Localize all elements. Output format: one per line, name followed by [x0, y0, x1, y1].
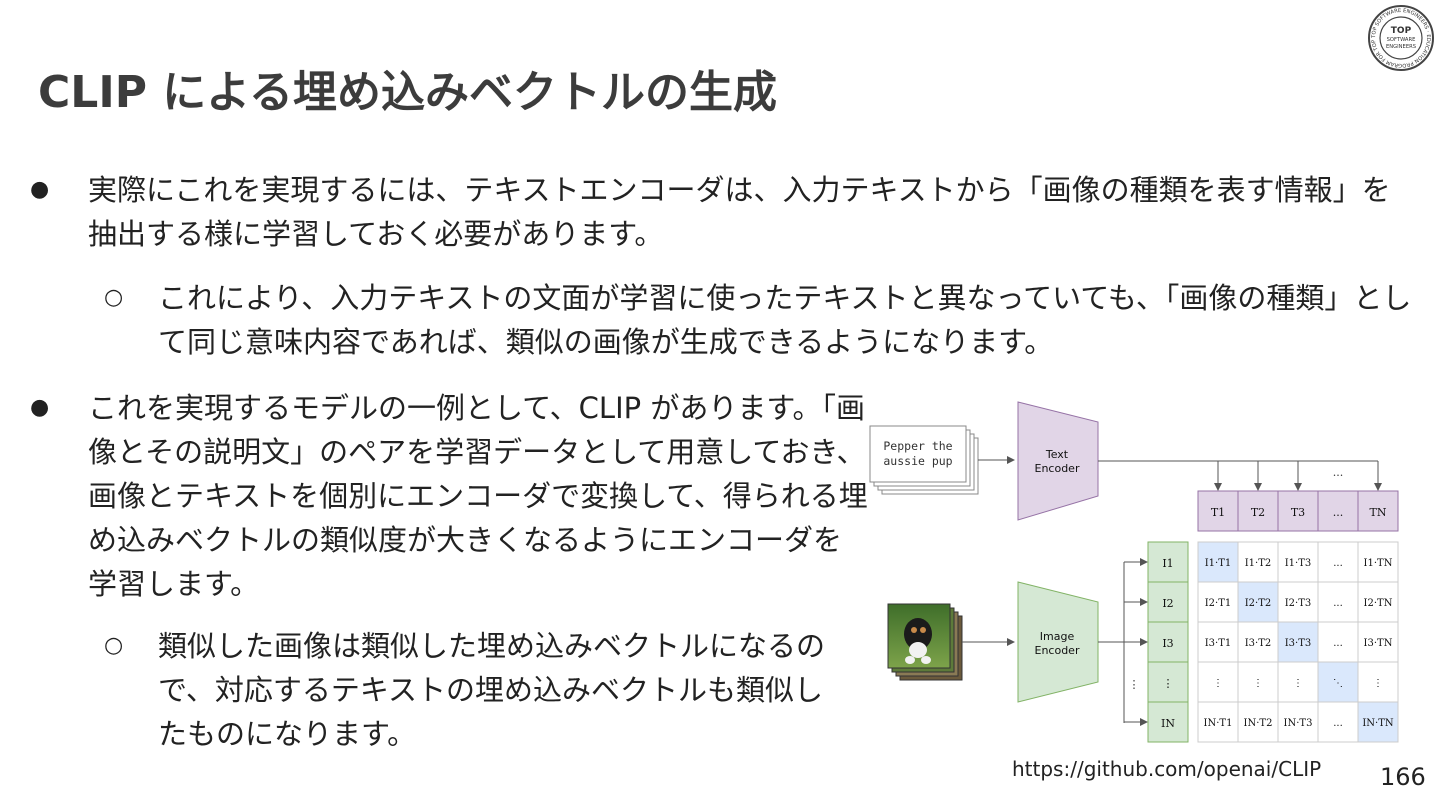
i-label: IN: [1161, 717, 1175, 730]
slide-title: CLIP による埋め込みベクトルの生成: [38, 67, 777, 118]
matrix-cell: [1357, 661, 1399, 703]
matrix-cell-label: I2·T1: [1205, 598, 1232, 609]
matrix-cell-label: ⋱: [1333, 678, 1343, 689]
t-cell: [1317, 490, 1359, 532]
sub-bullet-text: これにより、入力テキストの文面が学習に使ったテキストと異なっていても、「画像の種…: [158, 281, 1412, 359]
matrix-cell-label: I2·T3: [1285, 598, 1312, 609]
bullet-mark: ●: [30, 395, 50, 420]
matrix-cell: [1237, 701, 1279, 743]
t-label: T1: [1211, 506, 1225, 519]
text-encoder: Text Encoder: [1017, 401, 1099, 521]
logo-line-3: ENGINEERS: [1386, 44, 1416, 50]
matrix-cell: [1317, 621, 1359, 663]
t-label: T2: [1251, 506, 1265, 519]
branch-ellipsis: ⋮: [1129, 678, 1140, 691]
matrix-cell-label: ⋮: [1253, 678, 1263, 689]
matrix-cell-label: I2·TN: [1364, 598, 1393, 609]
matrix-cell-diagonal: [1357, 701, 1399, 743]
t-cell: [1277, 490, 1319, 532]
matrix-cell-label: ⋮: [1213, 678, 1223, 689]
matrix-cell-diagonal: [1197, 541, 1239, 583]
t-cell: [1357, 490, 1399, 532]
matrix-cell-label: ...: [1333, 638, 1343, 649]
matrix-cell: [1197, 621, 1239, 663]
matrix-cell-label: I3·T2: [1245, 638, 1272, 649]
matrix-cell: [1317, 701, 1359, 743]
matrix-cell-label: I1·T3: [1285, 558, 1312, 569]
matrix-cell-label: ...: [1333, 598, 1343, 609]
t-label: T3: [1291, 506, 1305, 519]
top-ellipsis: ...: [1333, 466, 1344, 479]
t-cell: [1197, 490, 1239, 532]
similarity-matrix: I1·T1 I1·T2 I1·T3... I1·TN I2·T1 I2·T2 I2·T3..…: [1197, 541, 1399, 743]
sub-bullet-mark: ○: [104, 633, 124, 658]
bullet-mark: ●: [30, 177, 50, 202]
matrix-cell-label: ⋮: [1373, 678, 1383, 689]
i-label: I2: [1162, 597, 1173, 610]
source-url: https://github.com/openai/CLIP: [1012, 757, 1322, 781]
i-cell: [1147, 581, 1189, 623]
matrix-cell-label: ...: [1333, 558, 1343, 569]
t-vector-row: T1 T2 T3... TN: [1197, 461, 1399, 532]
image-encoder: Image Encoder: [1017, 581, 1099, 703]
input-text-line-1: Pepper the: [883, 439, 952, 453]
matrix-cell-label: I1·T2: [1245, 558, 1272, 569]
i-cell: [1147, 541, 1189, 583]
matrix-cell: [1357, 621, 1399, 663]
t-label: TN: [1370, 506, 1387, 519]
matrix-cell-label: IN·T1: [1204, 718, 1233, 729]
matrix-cell-label: I1·T1: [1205, 558, 1232, 569]
image-encoder-label-2: Encoder: [1035, 644, 1080, 657]
matrix-cell: [1197, 701, 1239, 743]
matrix-cell-label: IN·T3: [1284, 718, 1313, 729]
matrix-cell-label: I3·TN: [1364, 638, 1393, 649]
i-label: I3: [1162, 637, 1173, 650]
program-logo: TOP SOFTWARE ENGINEERS · EDUCATION PROGR…: [1364, 0, 1435, 72]
t-label: ...: [1333, 506, 1344, 519]
matrix-cell: [1277, 661, 1319, 703]
text-encoder-label-1: Text: [1045, 448, 1069, 461]
matrix-cell-label: ⋮: [1293, 678, 1303, 689]
matrix-cell-label: I3·T1: [1205, 638, 1232, 649]
logo-line-1: TOP: [1391, 26, 1412, 36]
i-label: ⋮: [1163, 677, 1174, 690]
input-text-line-2: aussie pup: [883, 454, 952, 468]
bullet-text: 実際にこれを実現するには、テキストエンコーダは、入力テキストから「画像の種類を表…: [88, 173, 1391, 251]
matrix-cell: [1237, 621, 1279, 663]
sub-bullet-text: 類似した画像は類似した埋め込みベクトルになるので、対応するテキストの埋め込みベク…: [158, 629, 826, 751]
matrix-cell: [1317, 541, 1359, 583]
matrix-cell-label: IN·TN: [1362, 718, 1394, 729]
text-encoder-label-2: Encoder: [1035, 462, 1080, 475]
i-cell: [1147, 701, 1189, 743]
matrix-cell: [1277, 581, 1319, 623]
logo-line-2: SOFTWARE: [1387, 37, 1416, 43]
i-cell: [1147, 621, 1189, 663]
matrix-cell-label: I2·T2: [1245, 598, 1272, 609]
matrix-cell-label: I1·TN: [1364, 558, 1393, 569]
image-encoder-label-1: Image: [1040, 630, 1075, 643]
i-label: I1: [1162, 557, 1173, 570]
i-cell: [1147, 661, 1189, 703]
text-input-stack: Pepper the aussie pup: [869, 425, 979, 495]
matrix-cell-label: IN·T2: [1244, 718, 1273, 729]
page-number: 166: [1380, 763, 1426, 791]
image-input-stack: [887, 603, 963, 681]
matrix-cell: [1237, 541, 1279, 583]
sub-bullet-mark: ○: [104, 285, 124, 310]
clip-diagram: Pepper the aussie pup Text Encoder ...: [866, 392, 1406, 752]
matrix-cell-label: ...: [1333, 718, 1343, 729]
matrix-cell-label: I3·T3: [1285, 638, 1312, 649]
bullet-text: これを実現するモデルの一例として、CLIP があります。「画像とその説明文」のペ…: [88, 391, 868, 601]
